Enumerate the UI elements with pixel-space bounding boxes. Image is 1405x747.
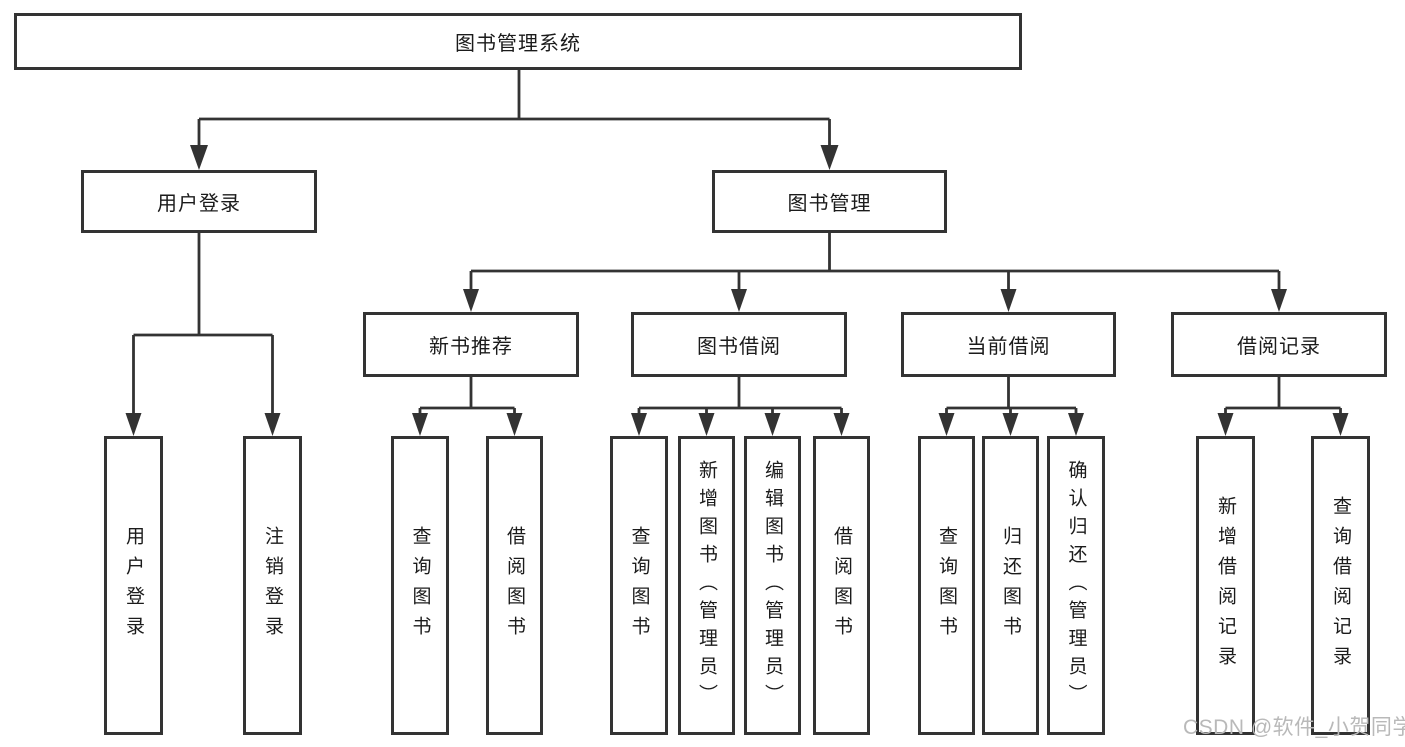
leaf-query-borrow-record: 查询借阅记录 — [1311, 436, 1370, 735]
leaf-query-books-borrowing: 查询图书 — [610, 436, 668, 735]
connector-new-book — [418, 377, 516, 420]
node-library-management-system: 图书管理系统 — [14, 13, 1022, 70]
connector-borrowing-records — [1224, 377, 1342, 420]
leaf-query-books-current: 查询图书 — [918, 436, 975, 735]
node-new-book-recommendation: 新书推荐 — [363, 312, 579, 377]
leaf-logout: 注销登录 — [243, 436, 302, 735]
leaf-add-borrow-record: 新增借阅记录 — [1196, 436, 1255, 735]
leaf-query-books-recommend: 查询图书 — [391, 436, 449, 735]
arrowheads — [125, 145, 1349, 436]
leaf-return-books: 归还图书 — [982, 436, 1039, 735]
leaf-add-books-admin: 新增图书（管理员） — [678, 436, 735, 735]
connector-root — [197, 70, 831, 152]
leaf-edit-books-admin: 编辑图书（管理员） — [744, 436, 801, 735]
leaf-user-login: 用户登录 — [104, 436, 163, 735]
watermark: CSDN @软件_小贺同学 — [1183, 716, 1405, 739]
connector-user-login — [132, 233, 274, 420]
leaf-confirm-return-admin: 确认归还（管理员） — [1047, 436, 1105, 735]
node-current-borrowing: 当前借阅 — [901, 312, 1116, 377]
leaf-borrow-books: 借阅图书 — [813, 436, 870, 735]
leaf-borrow-books-recommend: 借阅图书 — [486, 436, 543, 735]
node-book-management-branch: 图书管理 — [712, 170, 947, 233]
node-user-login-branch: 用户登录 — [81, 170, 317, 233]
connector-book-borrowing — [637, 377, 843, 420]
node-book-borrowing: 图书借阅 — [631, 312, 847, 377]
connector-book-management — [469, 233, 1281, 295]
node-borrowing-records: 借阅记录 — [1171, 312, 1387, 377]
